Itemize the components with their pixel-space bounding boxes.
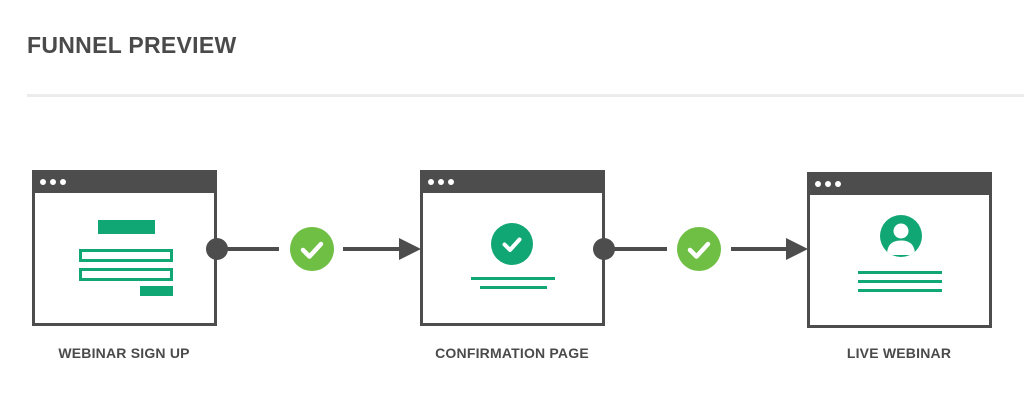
window-dot-icon <box>60 179 66 185</box>
window-dot-icon <box>428 179 434 185</box>
window-dot-icon <box>50 179 56 185</box>
page-title: FUNNEL PREVIEW <box>27 32 237 58</box>
form-field-shape <box>79 249 173 262</box>
text-line-shape <box>858 271 942 274</box>
step-label: CONFIRMATION PAGE <box>435 345 589 361</box>
connector-line <box>612 247 667 251</box>
connector-check-icon <box>290 227 334 271</box>
window-dot-icon <box>438 179 444 185</box>
text-line-shape <box>858 280 942 283</box>
window-dot-icon <box>835 181 841 187</box>
funnel-step-webinar-sign-up[interactable] <box>32 170 217 326</box>
arrow-right-icon <box>786 238 808 260</box>
person-icon <box>880 215 922 257</box>
connector-start-knob <box>593 238 615 260</box>
step-label: WEBINAR SIGN UP <box>58 345 190 361</box>
browser-titlebar <box>810 175 989 195</box>
connector-line <box>225 247 279 251</box>
form-heading-block <box>98 220 155 234</box>
browser-titlebar <box>35 173 214 193</box>
check-icon <box>491 223 533 265</box>
window-dot-icon <box>815 181 821 187</box>
window-dot-icon <box>448 179 454 185</box>
arrow-right-icon <box>399 238 421 260</box>
funnel-step-confirmation-page[interactable] <box>420 170 605 326</box>
window-dot-icon <box>40 179 46 185</box>
connector-check-icon <box>677 227 721 271</box>
text-line-shape <box>480 286 547 289</box>
form-submit-shape <box>140 286 173 296</box>
funnel-step-live-webinar[interactable] <box>807 172 992 328</box>
text-line-shape <box>858 289 942 292</box>
browser-titlebar <box>423 173 602 193</box>
step-label: LIVE WEBINAR <box>846 345 952 361</box>
form-field-shape <box>79 268 173 281</box>
connector-line <box>731 247 787 251</box>
text-line-shape <box>471 277 555 280</box>
connector-line <box>343 247 401 251</box>
connector-start-knob <box>206 238 228 260</box>
header-divider <box>27 94 1024 97</box>
window-dot-icon <box>825 181 831 187</box>
